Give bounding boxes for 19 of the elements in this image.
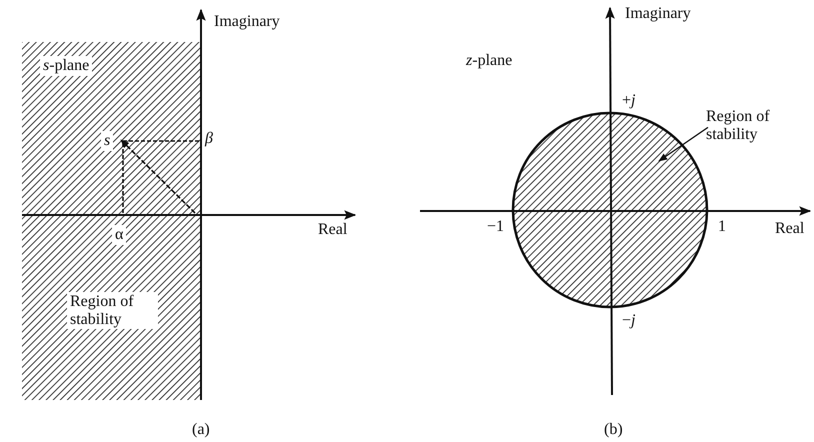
panel-label: (a) — [192, 421, 210, 439]
axis-label: Imaginary — [214, 13, 280, 31]
panel-label: (b) — [604, 421, 623, 439]
leader-arrow — [658, 126, 708, 162]
plane-label: z-plane — [466, 52, 512, 70]
axis-value-label: 1 — [718, 218, 726, 236]
axis-label: Imaginary — [625, 5, 691, 23]
axis-value-label: −j — [622, 312, 636, 330]
axis-value-label: +j — [622, 92, 636, 110]
region-label: Region of stability — [706, 108, 796, 144]
unit-circle-disk — [512, 112, 708, 308]
axis-value-label: β — [205, 130, 213, 148]
axis-label: Real — [318, 221, 348, 239]
region-label: Region of stability — [67, 292, 158, 330]
axis-label: Real — [775, 220, 804, 238]
axis-value-label: α — [112, 225, 126, 245]
plane-label: s-plane — [40, 56, 92, 76]
axis-value-label: −1 — [487, 218, 504, 236]
point-label: s — [101, 131, 114, 151]
